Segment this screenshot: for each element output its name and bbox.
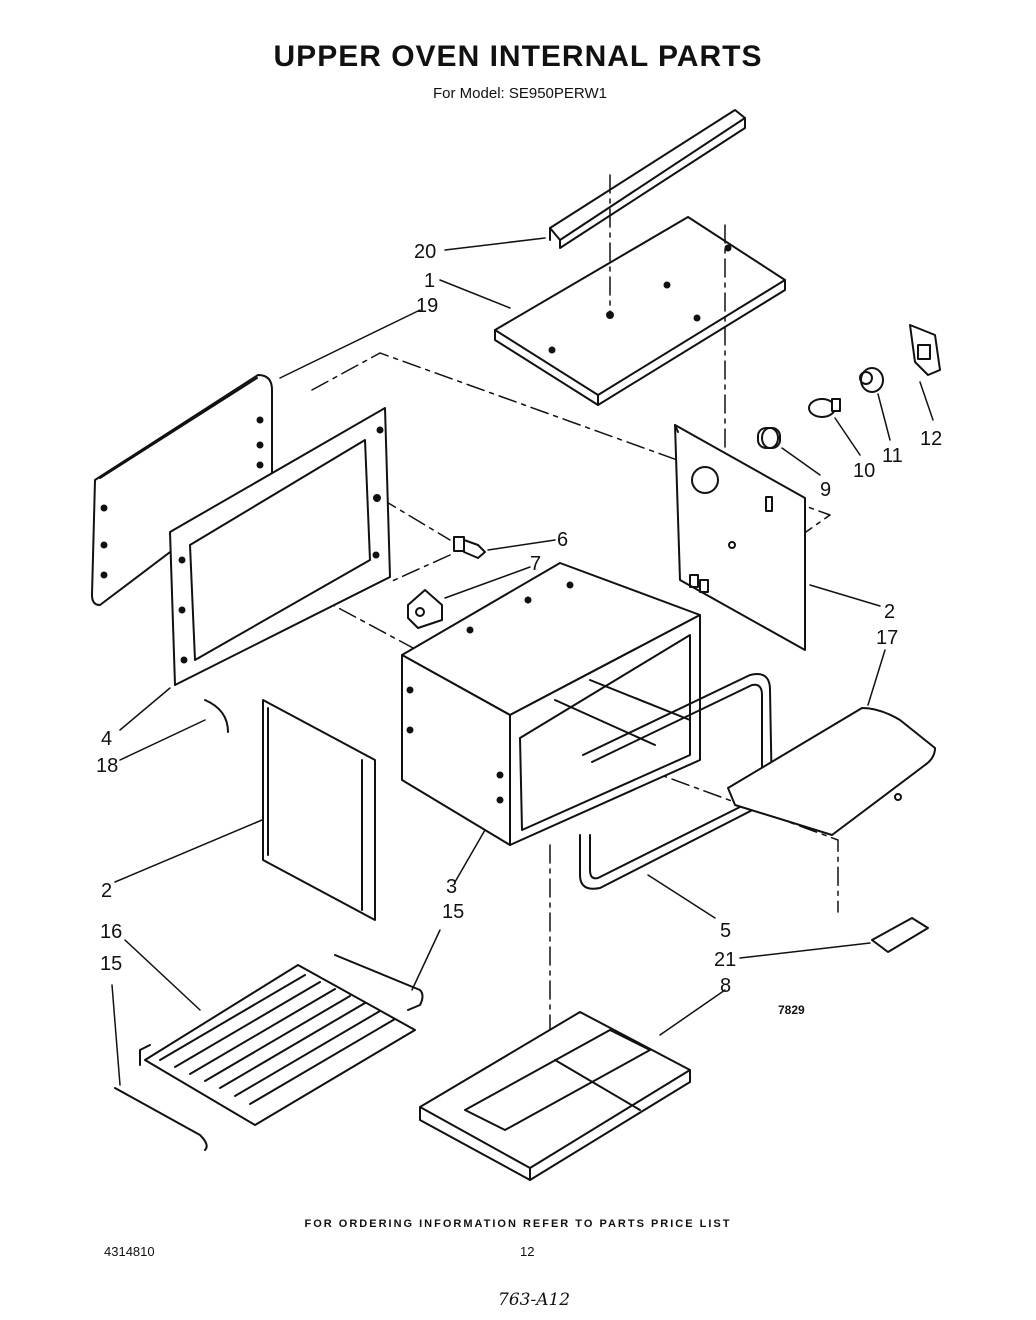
callout-21: 21 bbox=[714, 949, 736, 971]
callout-11: 11 bbox=[882, 445, 903, 467]
part-11-socket bbox=[859, 367, 884, 393]
part-10-bulb bbox=[808, 398, 841, 418]
part-15-rack-support-right bbox=[334, 954, 424, 1011]
part-20-top-channel bbox=[549, 109, 746, 249]
callout-12: 12 bbox=[920, 428, 942, 450]
callout-17: 17 bbox=[876, 627, 898, 649]
part-21-clip bbox=[871, 917, 929, 953]
callout-15-right: 15 bbox=[442, 901, 464, 923]
figure-id: 7829 bbox=[778, 1003, 805, 1017]
part-8-broil-pan bbox=[419, 1011, 691, 1181]
part-6-pin bbox=[453, 536, 486, 559]
part-18-clip bbox=[204, 699, 229, 733]
callout-16: 16 bbox=[100, 921, 122, 943]
callout-3: 3 bbox=[446, 876, 457, 898]
callout-15-left: 15 bbox=[100, 953, 122, 975]
page-title: UPPER OVEN INTERNAL PARTS bbox=[273, 40, 763, 73]
part-16-oven-rack bbox=[139, 964, 416, 1126]
callout-20: 20 bbox=[414, 241, 436, 263]
callout-1: 1 bbox=[424, 270, 435, 292]
part-4-front-frame bbox=[169, 407, 391, 686]
part-12-socket-bracket bbox=[909, 324, 941, 376]
callout-7: 7 bbox=[530, 553, 541, 575]
document-number: 4314810 bbox=[104, 1244, 155, 1259]
callout-2-side: 2 bbox=[101, 880, 112, 902]
part-2-side-panel bbox=[262, 699, 376, 921]
callout-8: 8 bbox=[720, 975, 731, 997]
callout-18: 18 bbox=[96, 755, 118, 777]
part-9-lens bbox=[757, 427, 781, 449]
part-1-top-panel bbox=[494, 216, 786, 406]
part-15-rack-support-left bbox=[114, 1087, 208, 1151]
model-subtitle: For Model: SE950PERW1 bbox=[433, 85, 607, 102]
part-7-bracket bbox=[407, 589, 443, 629]
ordering-note: FOR ORDERING INFORMATION REFER TO PARTS … bbox=[304, 1218, 732, 1230]
part-2-rear-panel bbox=[674, 424, 806, 651]
page-number: 12 bbox=[520, 1244, 535, 1259]
callout-6: 6 bbox=[557, 529, 568, 551]
callout-2-rear: 2 bbox=[884, 601, 895, 623]
part-17-cover bbox=[727, 707, 936, 836]
callout-10: 10 bbox=[853, 460, 875, 482]
leader-lines bbox=[111, 237, 934, 1086]
callout-4: 4 bbox=[101, 728, 112, 750]
callout-19: 19 bbox=[416, 295, 438, 317]
callout-9: 9 bbox=[820, 479, 831, 501]
part-3-oven-liner bbox=[401, 562, 701, 846]
handwritten-note: 763-A12 bbox=[498, 1290, 571, 1310]
callout-5: 5 bbox=[720, 920, 731, 942]
